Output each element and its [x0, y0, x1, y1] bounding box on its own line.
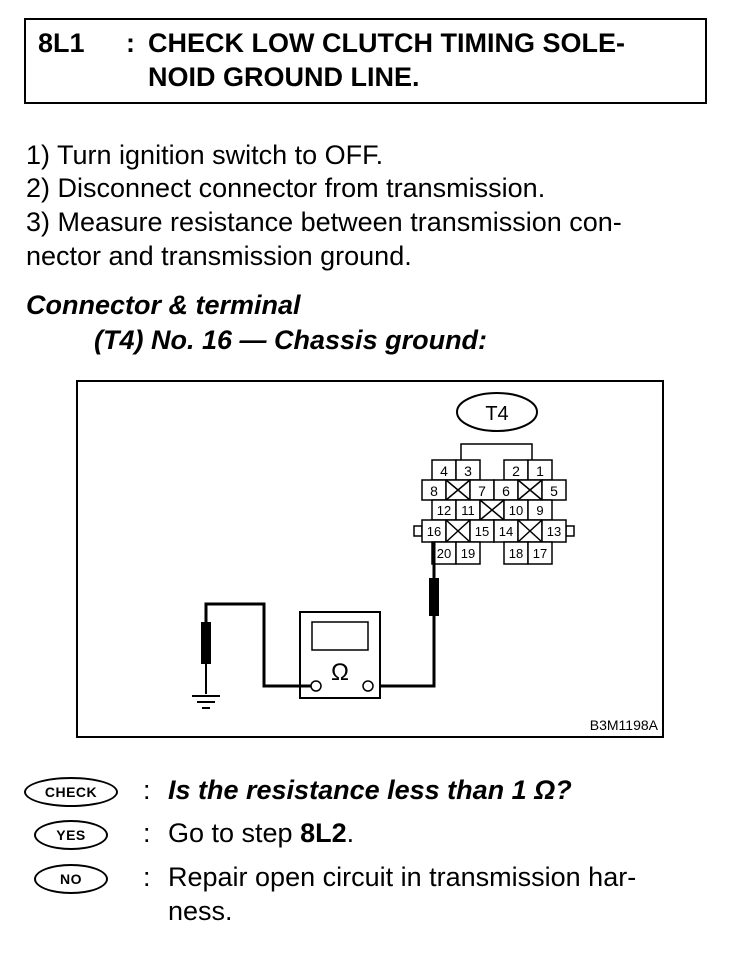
pin-11: 11	[461, 503, 475, 518]
connector-label-ellipse	[456, 392, 538, 432]
ground-lead	[204, 602, 311, 688]
step-title-box: 8L1 : CHECK LOW CLUTCH TIMING SOLE- NOID…	[24, 18, 707, 104]
pin-15: 15	[475, 524, 489, 539]
yes-text-prefix: Go to step	[168, 818, 301, 848]
no-instruction-line1: Repair open circuit in transmission har-	[168, 862, 637, 892]
pin-1: 1	[536, 463, 544, 479]
yes-badge: YES	[34, 820, 108, 850]
ohmmeter-terminal-right	[362, 680, 374, 692]
step-code: 8L1	[38, 28, 85, 58]
probe-handle-ground	[201, 622, 211, 664]
yes-colon: :	[143, 818, 151, 848]
check-colon: :	[143, 775, 151, 805]
pin-16: 16	[427, 524, 441, 539]
pin-14: 14	[499, 524, 513, 539]
pin-2: 2	[512, 463, 520, 479]
step-title-line2: NOID GROUND LINE.	[148, 62, 420, 92]
pin-19: 19	[461, 546, 475, 561]
pin-10: 10	[509, 503, 523, 518]
probe-handle-t4	[429, 578, 439, 616]
ohmmeter-terminal-left	[310, 680, 322, 692]
procedure-step-3-continued: nector and transmission ground.	[26, 241, 412, 271]
pin-6: 6	[502, 483, 510, 499]
pin-13: 13	[547, 524, 561, 539]
pin-row-3: 12 11 10 9	[431, 499, 553, 521]
pin-row-1: 4 3 2 1	[431, 459, 553, 481]
figure-id: B3M1198A	[590, 717, 659, 733]
ohm-symbol: Ω	[331, 659, 349, 686]
pin-9: 9	[536, 503, 543, 518]
pin-3: 3	[464, 463, 472, 479]
diagram-svg: T4 4 3 2 1 8 7 6	[192, 392, 659, 733]
pin-8: 8	[430, 483, 438, 499]
yes-text-suffix: .	[346, 818, 355, 848]
pin-row-2: 8 7 6 5	[421, 479, 567, 501]
connector-lock	[460, 443, 533, 460]
pin-20: 20	[437, 546, 451, 561]
procedure-step-1: 1) Turn ignition switch to OFF.	[26, 140, 384, 170]
yes-step-ref: 8L2	[300, 818, 347, 848]
yes-instruction: Go to step 8L2.	[168, 818, 354, 849]
connector-terminal-spec: (T4) No. 16 — Chassis ground:	[94, 325, 488, 355]
pin-4: 4	[440, 463, 448, 479]
wiring-diagram: T4 4 3 2 1 8 7 6	[76, 380, 664, 738]
pin-18: 18	[509, 546, 523, 561]
ohmmeter-display	[311, 621, 369, 651]
step-title-line1: CHECK LOW CLUTCH TIMING SOLE-	[148, 28, 625, 58]
pin-row-4: 16 15 14 13	[413, 519, 575, 543]
pin-17: 17	[533, 546, 547, 561]
no-instruction-line2: ness.	[168, 896, 233, 926]
pin-12: 12	[437, 503, 451, 518]
pin-7: 7	[478, 483, 486, 499]
connector-label: T4	[485, 403, 508, 425]
pin-5: 5	[550, 483, 558, 499]
no-colon: :	[143, 862, 151, 892]
check-badge: CHECK	[24, 777, 118, 807]
procedure-step-3: 3) Measure resistance between transmissi…	[26, 207, 622, 237]
no-badge: NO	[34, 864, 108, 894]
probe-lead-t4	[375, 616, 436, 688]
connector-terminal-heading: Connector & terminal	[26, 290, 301, 320]
procedure-step-2: 2) Disconnect connector from transmissio…	[26, 173, 546, 203]
pin-row-5: 20 19 18 17	[431, 541, 553, 565]
step-code-separator: :	[126, 28, 135, 58]
ohmmeter: Ω	[299, 611, 381, 699]
ground-icon	[192, 695, 220, 709]
check-question: Is the resistance less than 1 Ω?	[168, 775, 572, 805]
